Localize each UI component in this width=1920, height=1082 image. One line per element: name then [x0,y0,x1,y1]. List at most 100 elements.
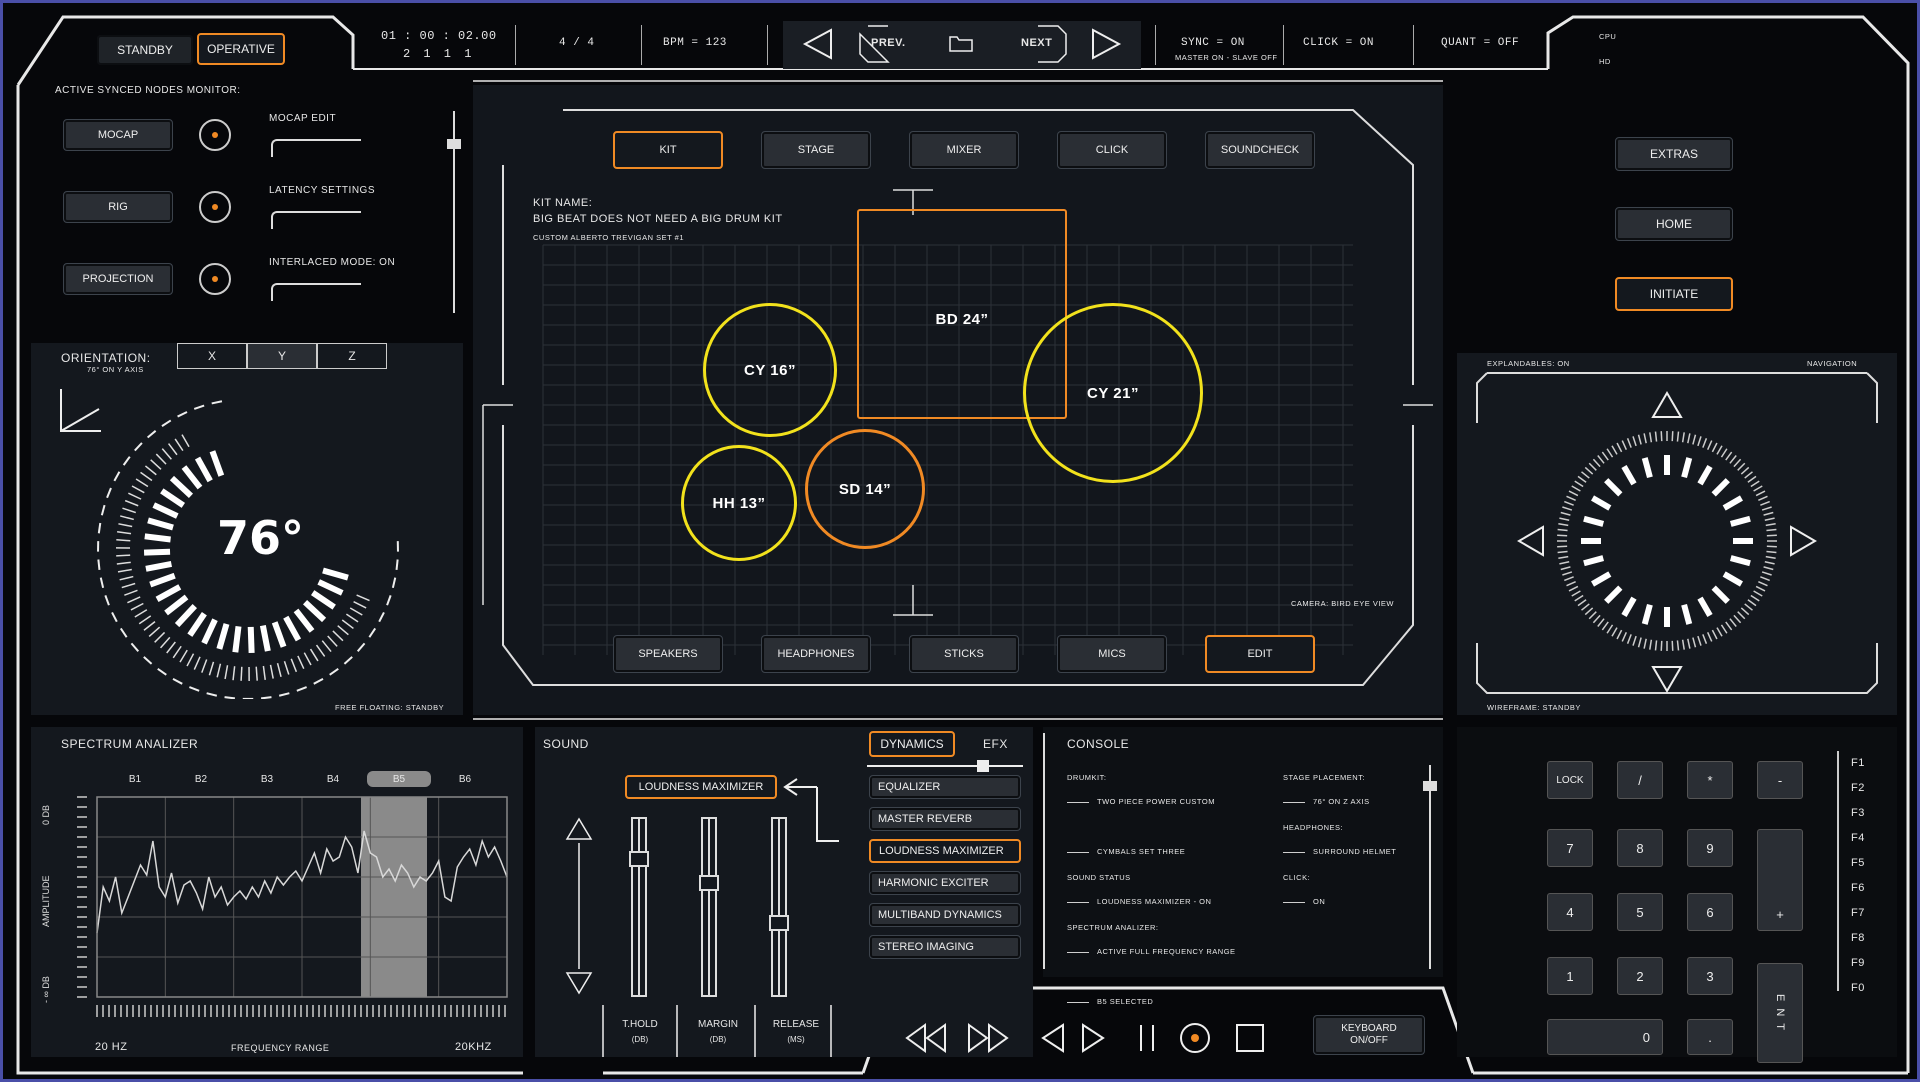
spectrum-plot[interactable] [61,791,511,1031]
effect-master-reverb[interactable]: MASTER REVERB [869,807,1021,831]
fader-track[interactable] [631,817,647,997]
fkey-f8[interactable]: F8 [1851,932,1865,944]
folder-icon[interactable] [948,33,974,53]
fkey-f0[interactable]: F0 [1851,982,1865,994]
fader-thumb[interactable] [629,851,649,867]
fader-thumb[interactable] [769,915,789,931]
band-b5-button[interactable]: B5 [367,771,431,787]
fader-track[interactable] [771,817,787,997]
stage-tab-sticks[interactable]: STICKS [909,635,1019,673]
fkey-f2[interactable]: F2 [1851,782,1865,794]
stage-tab-stage[interactable]: STAGE [761,131,871,169]
level-arrows[interactable] [565,813,593,1003]
snare-drum[interactable]: SD 14” [805,429,925,549]
console-scroll-thumb[interactable] [1423,781,1437,791]
key-4[interactable]: 4 [1547,893,1593,931]
axis-z-button[interactable]: Z [317,343,387,369]
hi-hat[interactable]: HH 13” [681,445,797,561]
key-9[interactable]: 9 [1687,829,1733,867]
band-b3-button[interactable]: B3 [260,773,274,785]
home-button[interactable]: HOME [1615,207,1733,241]
band-b6-button[interactable]: B6 [458,773,472,785]
stage-tab-mics[interactable]: MICS [1057,635,1167,673]
cymbal-21[interactable]: CY 21” [1023,303,1203,483]
node-setting-link[interactable]: INTERLACED MODE: ON [269,257,396,268]
loudness-maximizer-button[interactable]: LOUDNESS MAXIMIZER [625,775,777,799]
stage-tab-edit[interactable]: EDIT [1205,635,1315,673]
nodes-scrollbar[interactable] [453,111,455,313]
nodes-scroll-thumb[interactable] [447,139,461,149]
stage-tab-mixer[interactable]: MIXER [909,131,1019,169]
fkey-f3[interactable]: F3 [1851,807,1865,819]
cymbal-16[interactable]: CY 16” [703,303,837,437]
band-b1-button[interactable]: B1 [128,773,142,785]
stage-tab-headphones[interactable]: HEADPHONES [761,635,871,673]
console-bullet [1283,902,1305,903]
node-setting-link[interactable]: MOCAP EDIT [269,113,337,124]
next-button[interactable]: NEXT [1021,37,1053,49]
prev-button[interactable]: PREV. [871,37,906,49]
key-6[interactable]: 6 [1687,893,1733,931]
stage-tab-click[interactable]: CLICK [1057,131,1167,169]
fader-thumb[interactable] [699,875,719,891]
fkey-f5[interactable]: F5 [1851,857,1865,869]
stage-tab-kit[interactable]: KIT [613,131,723,169]
key-multiply[interactable]: * [1687,761,1733,799]
axis-x-button[interactable]: X [177,343,247,369]
effect-loudness-maximizer[interactable]: LOUDNESS MAXIMIZER [869,839,1021,863]
key-minus[interactable]: - [1757,761,1803,799]
extras-button[interactable]: EXTRAS [1615,137,1733,171]
key-0[interactable]: 0 [1547,1019,1663,1055]
effect-stereo-imaging[interactable]: STEREO IMAGING [869,935,1021,959]
node-setting-link[interactable]: LATENCY SETTINGS [269,185,375,196]
key-5[interactable]: 5 [1617,893,1663,931]
fkey-f7[interactable]: F7 [1851,907,1865,919]
stage-tab-soundcheck[interactable]: SOUNDCHECK [1205,131,1315,169]
navigation-compass[interactable] [1457,353,1897,715]
bass-drum[interactable]: BD 24” [857,209,1067,419]
axis-y-button[interactable]: Y [247,343,317,369]
key-1[interactable]: 1 [1547,957,1593,995]
effects-slider-thumb[interactable] [977,760,989,772]
key-2[interactable]: 2 [1617,957,1663,995]
band-b2-button[interactable]: B2 [194,773,208,785]
stage-tab-speakers[interactable]: SPEAKERS [613,635,723,673]
prev-arrow-icon[interactable] [801,27,835,61]
tab-dynamics[interactable]: DYNAMICS [869,731,955,757]
key-plus[interactable]: + [1757,829,1803,931]
node-button[interactable]: RIG [63,191,173,223]
pause-icon [1140,1025,1154,1051]
console-scrollbar[interactable] [1429,765,1431,969]
timecode: 01 : 00 : 02.00 [381,29,497,43]
standby-button[interactable]: STANDBY [97,35,193,65]
initiate-button[interactable]: INITIATE [1615,277,1733,311]
effect-multiband-dynamics[interactable]: MULTIBAND DYNAMICS [869,903,1021,927]
fkey-f9[interactable]: F9 [1851,957,1865,969]
sync-status[interactable]: SYNC = ON [1181,37,1245,49]
keyboard-toggle-button[interactable]: KEYBOARD ON/OFF [1313,1015,1425,1055]
hud-frame [16,15,1910,1075]
band-b4-button[interactable]: B4 [326,773,340,785]
key-3[interactable]: 3 [1687,957,1733,995]
tab-efx[interactable]: EFX [983,737,1008,751]
node-button[interactable]: PROJECTION [63,263,173,295]
key-enter[interactable]: E N T [1757,963,1803,1063]
key-divide[interactable]: / [1617,761,1663,799]
fkey-f4[interactable]: F4 [1851,832,1865,844]
next-arrow-icon[interactable] [1089,27,1123,61]
key-8[interactable]: 8 [1617,829,1663,867]
operative-button[interactable]: OPERATIVE [197,33,285,65]
quant-status[interactable]: QUANT = OFF [1441,37,1520,49]
fkey-f1[interactable]: F1 [1851,757,1865,769]
effect-harmonic-exciter[interactable]: HARMONIC EXCITER [869,871,1021,895]
node-button[interactable]: MoCap [63,119,173,151]
fader-track[interactable] [701,817,717,997]
key-7[interactable]: 7 [1547,829,1593,867]
orientation-gauge[interactable] [83,399,413,699]
effects-slider[interactable] [867,765,1023,767]
key-lock[interactable]: LOCK [1547,761,1593,799]
key-dot[interactable]: . [1687,1019,1733,1055]
effect-equalizer[interactable]: EQUALIZER [869,775,1021,799]
click-status[interactable]: CLICK = ON [1303,37,1375,49]
fkey-f6[interactable]: F6 [1851,882,1865,894]
